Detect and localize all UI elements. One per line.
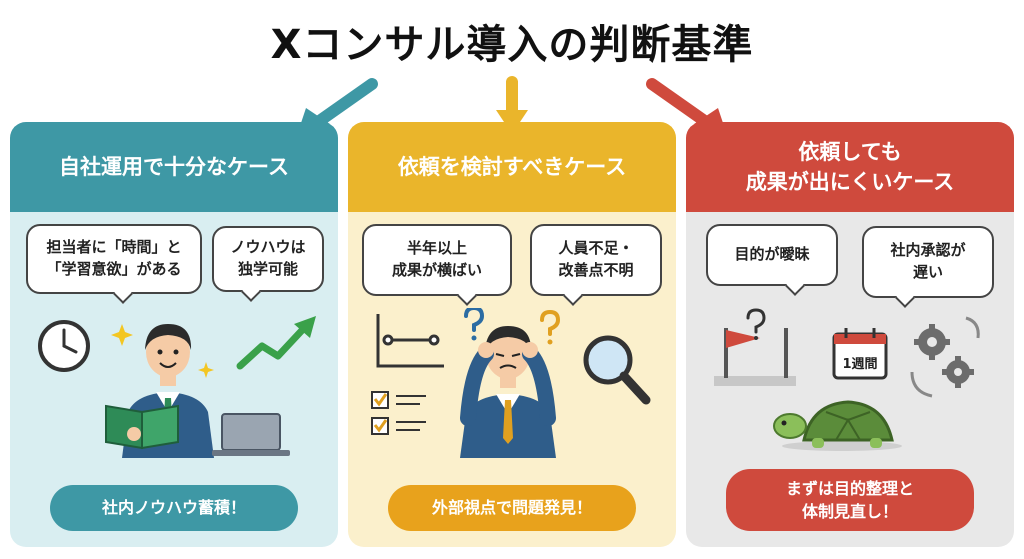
bubble-text: 半年以上 成果が横ばい [391,239,482,279]
clock-icon [38,320,90,372]
turtle-icon [773,400,902,451]
illustration-unclear-goal: 1週間 [714,308,980,451]
card-body: 半年以上 成果が横ばい 人員不足・ 改善点不明 [348,212,676,547]
card-consider-request: 依頼を検討すべきケース 半年以上 成果が横ばい 人員不足・ 改善点不明 [348,122,676,547]
card-heading: 依頼しても 成果が出にくいケース [686,122,1014,212]
calendar-label: 1週間 [842,357,877,372]
conclusion-pill: まずは目的整理と 体制見直し！ [726,469,974,531]
card-self-operation: 自社運用で十分なケース 担当者に「時間」と 「学習意欲」がある ノウハウは 独学… [10,122,338,547]
magnifier-icon [583,335,651,405]
card-body: 目的が曖昧 社内承認が 遅い 1週間 [686,212,1014,547]
card-heading: 自社運用で十分なケース [10,122,338,212]
speech-bubble: ノウハウは 独学可能 [212,226,324,302]
growth-arrow-icon [236,316,316,370]
card-hard-to-succeed: 依頼しても 成果が出にくいケース 目的が曖昧 社内承認が 遅い [686,122,1014,547]
bubble-text: 人員不足・ 改善点不明 [558,239,634,279]
illustration-stagnation [371,308,651,458]
sparkle-icon [111,324,214,378]
unclear-goal-flag-icon [714,308,796,386]
question-mark-icon [464,308,561,336]
page-title: Xコンサル導入の判断基準 [270,22,754,68]
speech-bubble: 目的が曖昧 [706,224,838,296]
conclusion-pill: 外部視点で問題発見！ [388,485,636,531]
flat-line-chart-icon [376,314,444,368]
gears-icon [910,316,980,398]
card-heading: 依頼を検討すべきケース [348,122,676,212]
conclusion-pill: 社内ノウハウ蓄積！ [50,485,298,531]
speech-bubble: 半年以上 成果が横ばい [362,224,512,306]
card-body: 担当者に「時間」と 「学習意欲」がある ノウハウは 独学可能 [10,212,338,547]
bubble-text: 目的が曖昧 [734,245,810,264]
speech-bubble: 担当者に「時間」と 「学習意欲」がある [26,224,202,304]
illustration-self-study [38,316,316,458]
laptop-icon [212,413,290,456]
calendar-icon: 1週間 [832,328,888,380]
bubble-text: ノウハウは 独学可能 [230,238,306,278]
bubble-text: 担当者に「時間」と 「学習意欲」がある [46,238,182,278]
reading-businessman [105,324,214,458]
bubble-text: 社内承認が 遅い [890,241,966,281]
speech-bubble: 人員不足・ 改善点不明 [530,224,662,306]
confused-businessman [460,326,556,458]
checklist-icon [371,391,426,435]
speech-bubble: 社内承認が 遅い [862,226,994,308]
